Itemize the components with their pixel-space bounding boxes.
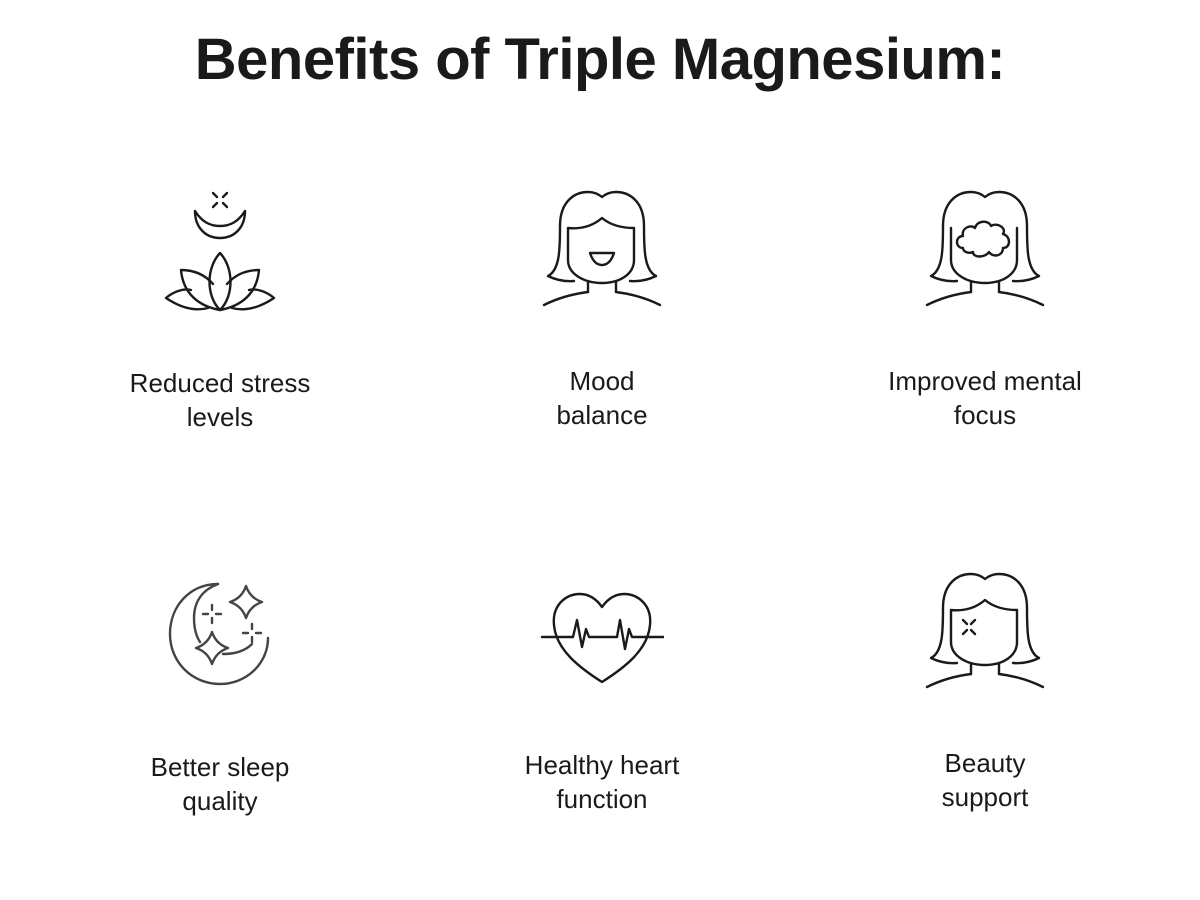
benefit-mental-focus: Improved mental focus	[835, 186, 1135, 432]
smiling-woman-icon	[542, 190, 662, 307]
lotus-moon-icon	[164, 191, 276, 312]
benefit-label-line2: support	[941, 782, 1029, 812]
benefit-label-line2: function	[556, 784, 648, 814]
benefit-label-line1: Better sleep	[150, 752, 290, 782]
benefit-better-sleep: Better sleep quality	[70, 572, 370, 818]
benefit-reduced-stress: Reduced stress levels	[70, 188, 370, 434]
benefit-label-line2: focus	[953, 400, 1017, 430]
benefit-beauty-support: Beauty support	[835, 568, 1135, 814]
benefit-label-line2: quality	[182, 786, 258, 816]
woman-brain-icon	[925, 190, 1045, 307]
benefit-label-line1: Healthy heart	[524, 750, 680, 780]
benefit-label-line1: Reduced stress	[129, 368, 311, 398]
benefit-label-line1: Improved mental	[888, 366, 1082, 396]
benefit-heart-function: Healthy heart function	[452, 570, 752, 816]
woman-sparkle-icon	[925, 572, 1045, 689]
page-title: Benefits of Triple Magnesium:	[194, 27, 1006, 92]
benefit-mood-balance: Mood balance	[452, 186, 752, 432]
benefit-label-line1: Beauty	[944, 748, 1026, 778]
moon-stars-icon	[168, 582, 270, 686]
benefit-label-line2: levels	[186, 402, 254, 432]
benefit-label-line2: balance	[556, 400, 648, 430]
benefit-label-line1: Mood	[569, 366, 635, 396]
heart-pulse-icon	[540, 592, 664, 684]
